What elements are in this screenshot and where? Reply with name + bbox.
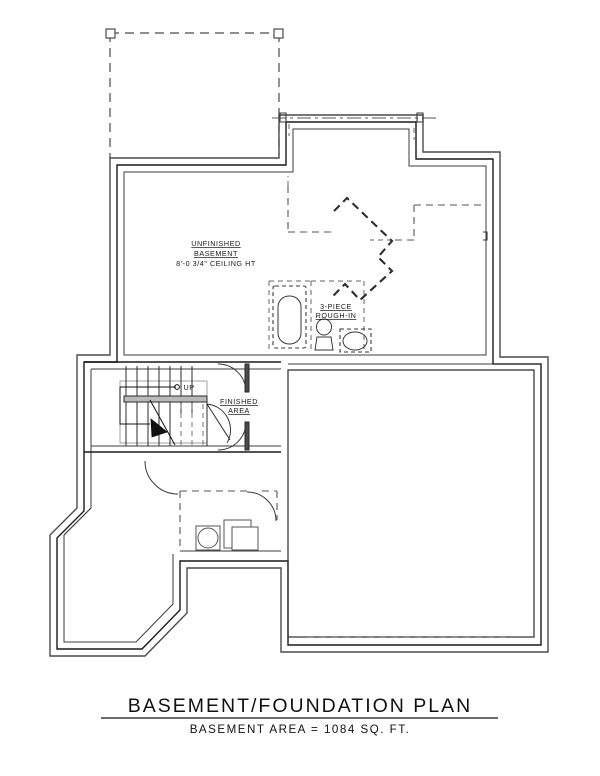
chimney-chase-diagonal [329,196,394,302]
upper-hidden-ledge-left [287,176,334,233]
deck-post-marker [105,28,116,39]
wall-jog-marker [279,112,287,123]
sheet-title: BASEMENT/FOUNDATION PLAN [128,695,473,717]
bathtub-fixture [272,285,307,349]
foundation-outer-wall [49,114,549,657]
water-heater [195,525,221,551]
staircase: UP [119,366,208,446]
unfinished-basement-label-group: UNFINISHED BASEMENT 8'-0 3/4" CEILING HT [176,239,256,268]
sink-fixture [339,328,372,353]
bathroom-rough-in: 3-PIECE ROUGH-IN [268,280,372,353]
foundation-footing-line [63,128,487,643]
mech-door-swing-2 [246,491,277,522]
bath-label-line2: ROUGH-IN [316,311,357,320]
mech-door-swing [144,460,179,495]
deck-post-marker [273,28,284,39]
upper-right-hidden-ledge [370,204,486,241]
finished-area-label-line1: FINISHED [220,397,258,406]
stair-treads-lower [180,404,204,446]
stair-landing-rail [123,395,208,403]
title-block: BASEMENT/FOUNDATION PLAN BASEMENT AREA =… [101,695,498,736]
door-stair-side [206,403,231,444]
wall-jog-marker [416,112,424,123]
bath-label-line1: 3-PIECE [320,302,352,311]
garage-slab [287,363,541,638]
furnace [223,519,259,551]
top-bumpout [272,112,437,172]
unfinished-label-line2: BASEMENT [194,249,238,258]
stair-up-arrow [119,384,180,446]
door-upper-finished-area [217,363,250,393]
stair-up-label: UP [183,383,194,392]
foundation-inner-wall [56,121,542,650]
bay-alcove-detail [63,507,92,536]
sheet-subtitle: BASEMENT AREA = 1084 SQ. FT. [190,723,411,736]
door-lower-finished-area [217,421,250,451]
mid-dividing-wall [84,361,281,453]
right-wall-jog [483,231,488,241]
mechanical-room [144,460,281,552]
unfinished-label-line1: UNFINISHED [191,239,240,248]
deck-outline-dashed [105,28,284,158]
toilet-fixture [314,318,334,351]
finished-area-label-line2: AREA [228,406,250,415]
stair-arrowhead [150,418,168,438]
ceiling-height-label: 8'-0 3/4" CEILING HT [176,259,256,268]
